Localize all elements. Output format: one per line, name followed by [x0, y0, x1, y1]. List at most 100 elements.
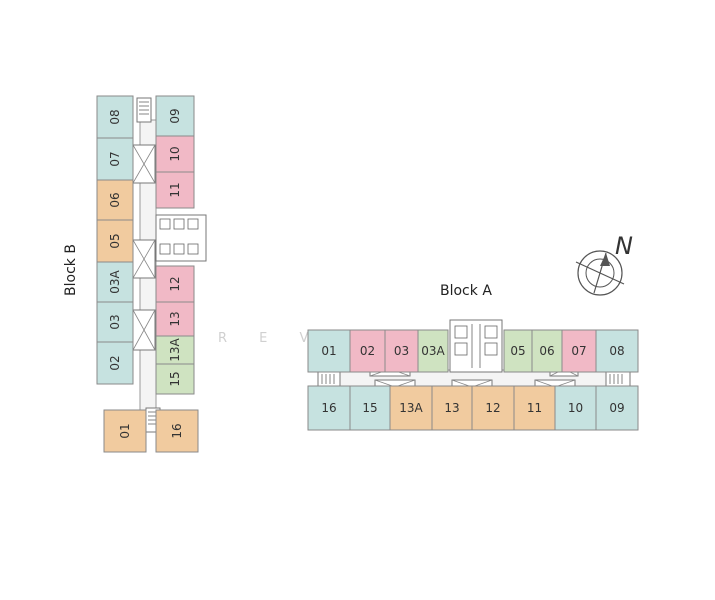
unit-label: 05 — [510, 344, 525, 358]
north-label: N — [615, 232, 633, 260]
unit-shape — [417, 329, 449, 373]
unit-shape — [389, 385, 433, 431]
unit-label: 13 — [168, 311, 182, 326]
unit-shape — [155, 171, 195, 209]
watermark: R E V — [218, 331, 322, 346]
unit-label: 13 — [444, 401, 459, 415]
unit-shape — [96, 137, 134, 181]
block-b-left-units: 08 07 06 05 03A 03 02 — [96, 95, 134, 385]
unit-12[interactable]: 12 — [471, 385, 515, 431]
unit-13[interactable]: 13 — [431, 385, 473, 431]
unit-01[interactable]: 01 — [307, 329, 351, 373]
unit-08[interactable]: 08 — [96, 95, 134, 139]
unit-08[interactable]: 08 — [595, 329, 639, 373]
block-a-label: Block A — [440, 283, 492, 299]
unit-shape — [96, 219, 134, 263]
unit-label: 13A — [168, 337, 182, 361]
unit-label: 01 — [321, 344, 336, 358]
unit-label: 12 — [485, 401, 500, 415]
unit-shape — [561, 329, 597, 373]
unit-label: 05 — [108, 233, 122, 248]
block-b-label: Block B — [63, 244, 79, 296]
block-a-stair-left — [317, 371, 341, 387]
unit-shape — [103, 409, 147, 453]
unit-09[interactable]: 09 — [595, 385, 639, 431]
unit-shape — [307, 385, 351, 431]
unit-label: 15 — [168, 371, 182, 386]
unit-label: 03 — [394, 344, 409, 358]
unit-label: 02 — [108, 355, 122, 370]
unit-label: 15 — [362, 401, 377, 415]
unit-13[interactable]: 13 — [155, 301, 195, 337]
unit-11[interactable]: 11 — [513, 385, 556, 431]
unit-shape — [595, 329, 639, 373]
unit-label: 06 — [539, 344, 554, 358]
unit-02[interactable]: 02 — [349, 329, 386, 373]
unit-shape — [349, 329, 386, 373]
unit-10[interactable]: 10 — [554, 385, 597, 431]
unit-shape — [96, 95, 134, 139]
unit-15[interactable]: 15 — [155, 363, 195, 395]
unit-06[interactable]: 06 — [96, 179, 134, 221]
north-compass-icon: N — [575, 232, 633, 296]
block-a: 01 02 03 03A 05 06 07 08 16 15 13A 13 12 11 10 09 — [307, 319, 639, 431]
unit-05[interactable]: 05 — [503, 329, 533, 373]
unit-shape — [96, 341, 134, 385]
unit-label: 06 — [108, 192, 122, 207]
unit-label: 08 — [108, 109, 122, 124]
unit-01[interactable]: 01 — [103, 409, 147, 453]
unit-shape — [431, 385, 473, 431]
unit-label: 09 — [168, 108, 182, 123]
unit-label: 03A — [421, 344, 445, 358]
unit-label: 11 — [527, 401, 542, 415]
unit-07[interactable]: 07 — [561, 329, 597, 373]
unit-shape — [155, 409, 199, 453]
unit-shape — [155, 363, 195, 395]
unit-shape — [155, 95, 195, 137]
unit-13a[interactable]: 13A — [155, 335, 195, 365]
unit-shape — [349, 385, 391, 431]
unit-shape — [595, 385, 639, 431]
unit-label: 12 — [168, 276, 182, 291]
unit-label: 13A — [399, 401, 423, 415]
unit-label: 03 — [108, 314, 122, 329]
unit-shape — [155, 265, 195, 303]
unit-label: 11 — [168, 182, 182, 197]
unit-shape — [96, 179, 134, 221]
unit-12[interactable]: 12 — [155, 265, 195, 303]
unit-03a[interactable]: 03A — [417, 329, 449, 373]
unit-13a[interactable]: 13A — [389, 385, 433, 431]
unit-03a[interactable]: 03A — [96, 261, 134, 303]
unit-03[interactable]: 03 — [384, 329, 419, 373]
unit-label: 07 — [571, 344, 586, 358]
unit-shape — [307, 329, 351, 373]
unit-06[interactable]: 06 — [531, 329, 563, 373]
unit-shape — [513, 385, 556, 431]
unit-05[interactable]: 05 — [96, 219, 134, 263]
block-b-bottom-units: 01 16 — [103, 409, 199, 453]
unit-label: 08 — [609, 344, 624, 358]
unit-16[interactable]: 16 — [307, 385, 351, 431]
unit-label: 16 — [170, 423, 184, 438]
block-b-right-units: 09 10 11 12 13 13A 15 — [155, 95, 195, 395]
unit-label: 10 — [168, 146, 182, 161]
unit-shape — [471, 385, 515, 431]
unit-09[interactable]: 09 — [155, 95, 195, 137]
unit-label: 03A — [108, 269, 122, 293]
unit-label: 10 — [568, 401, 583, 415]
unit-label: 09 — [609, 401, 624, 415]
unit-07[interactable]: 07 — [96, 137, 134, 181]
unit-label: 16 — [321, 401, 336, 415]
unit-03[interactable]: 03 — [96, 301, 134, 343]
block-a-top-units: 01 02 03 03A 05 06 07 08 — [307, 329, 639, 373]
unit-10[interactable]: 10 — [155, 135, 195, 173]
unit-label: 07 — [108, 151, 122, 166]
unit-15[interactable]: 15 — [349, 385, 391, 431]
unit-shape — [155, 135, 195, 173]
unit-16[interactable]: 16 — [155, 409, 199, 453]
unit-shape — [531, 329, 563, 373]
unit-label: 01 — [118, 423, 132, 438]
unit-11[interactable]: 11 — [155, 171, 195, 209]
unit-02[interactable]: 02 — [96, 341, 134, 385]
